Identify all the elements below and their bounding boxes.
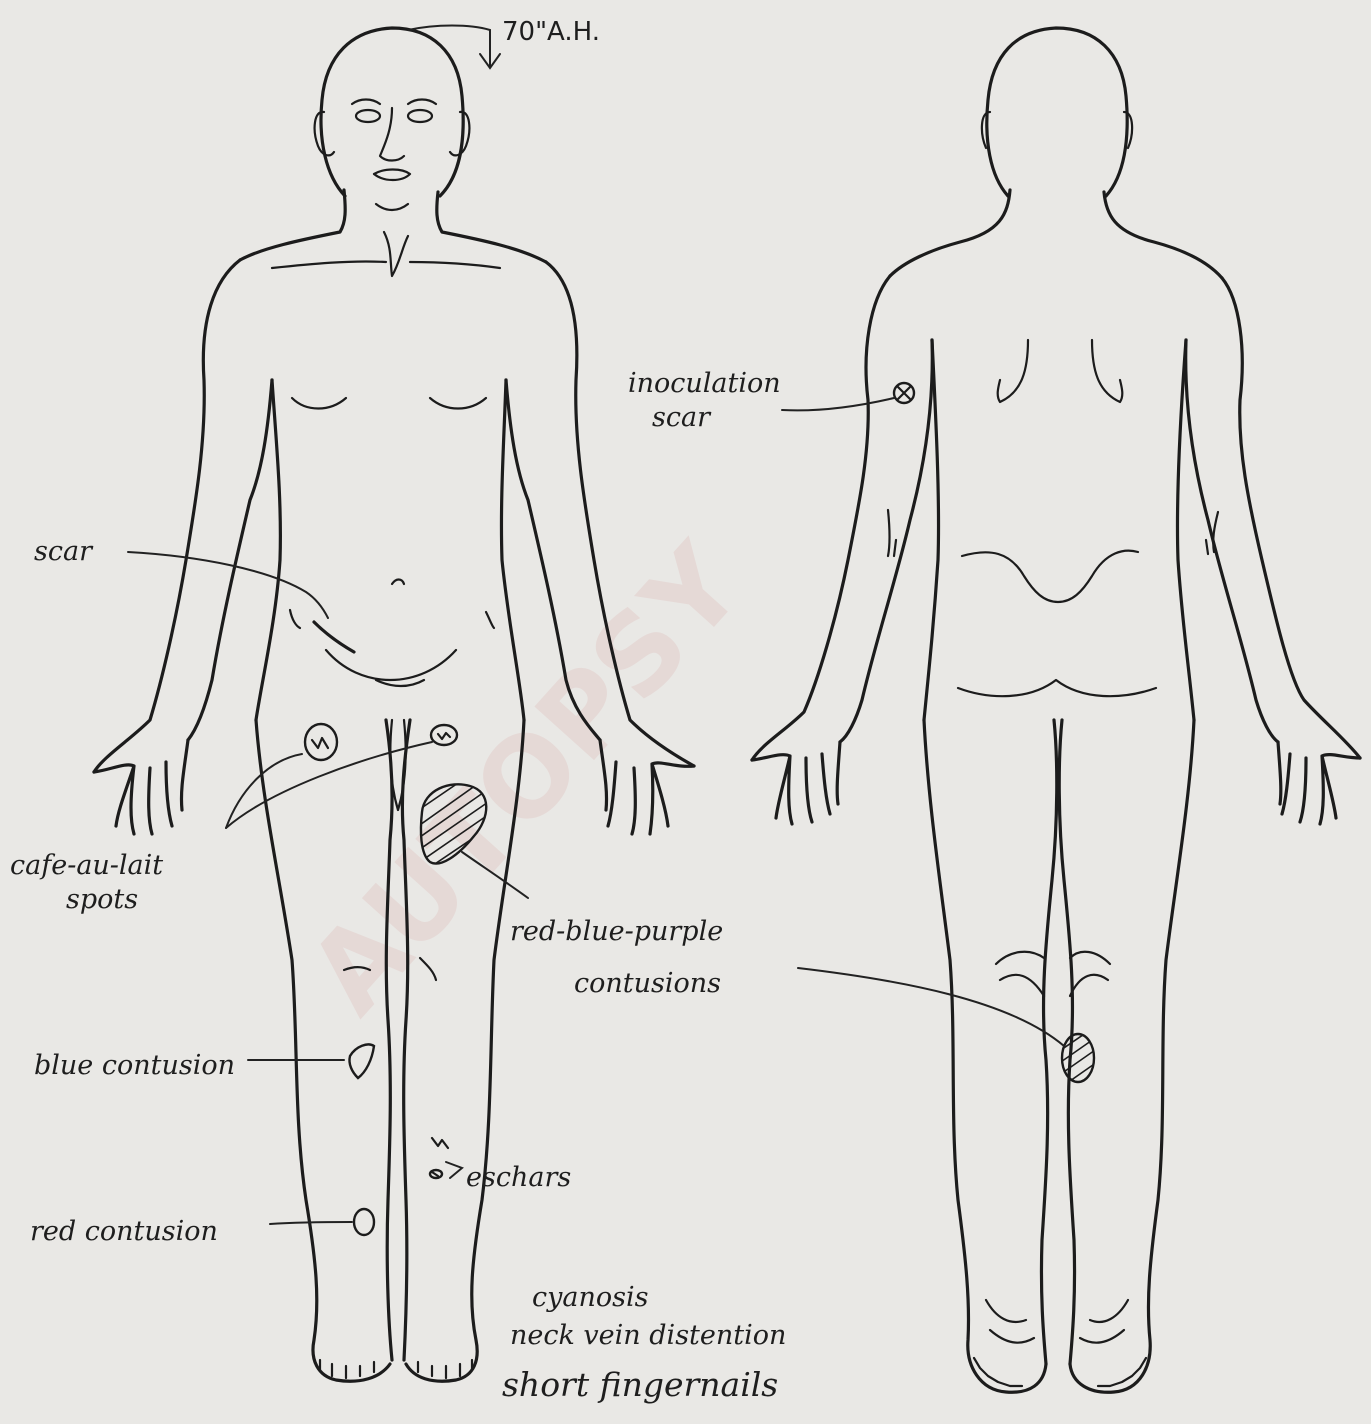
front-neck-left	[240, 190, 345, 260]
front-groin	[326, 650, 456, 680]
back-hand-right	[1278, 742, 1360, 824]
back-arm-left-outer	[752, 276, 890, 760]
front-navel	[392, 580, 404, 585]
back-elbow-left	[888, 510, 896, 556]
height-label: 70"A.H.	[502, 17, 600, 47]
back-scapula-left	[998, 340, 1028, 402]
back-buttocks	[958, 680, 1156, 696]
watermark: AUTOPSY	[284, 520, 768, 1037]
inoculation-scar-mark-icon	[782, 383, 914, 410]
front-pec-left	[292, 398, 346, 409]
front-throat	[384, 232, 408, 276]
back-arm-right-outer	[1222, 278, 1360, 758]
front-arm-left-outer	[94, 260, 240, 772]
front-torso-left	[256, 380, 280, 720]
cafe-label-line1: cafe-au-lait	[10, 850, 163, 881]
eschar-mark-icon	[430, 1138, 462, 1178]
front-leg-left-inner	[386, 720, 392, 1360]
front-iliac-right	[486, 612, 494, 628]
front-eye-right	[408, 110, 432, 122]
blue-contusion-mark-icon	[248, 1044, 374, 1078]
back-leg-left-inner	[1041, 720, 1056, 1364]
front-clavicle-right	[410, 262, 500, 268]
front-mouth	[374, 170, 410, 181]
front-toes-left	[320, 1360, 374, 1378]
contusion-hatched-back-icon	[798, 968, 1100, 1088]
back-knee-right	[1070, 952, 1110, 996]
back-knee-left	[996, 952, 1044, 996]
front-brow-left	[352, 100, 380, 105]
blue-contusion-label: blue contusion	[34, 1050, 235, 1081]
red-contusion-mark-icon	[270, 1209, 374, 1235]
front-eye-left	[356, 110, 380, 122]
back-head	[987, 28, 1127, 196]
contusions-label-line1: red-blue-purple	[510, 916, 723, 947]
note-cyanosis: cyanosis	[532, 1282, 648, 1313]
front-neck-right	[437, 192, 546, 262]
back-leg-left-outer	[924, 720, 1046, 1392]
back-arm-right-inner	[1186, 340, 1278, 742]
back-neck-right	[1104, 192, 1222, 278]
front-nose	[380, 108, 404, 161]
red-contusion-label: red contusion	[30, 1216, 218, 1247]
front-pubic	[376, 680, 424, 686]
back-scapula-right	[1092, 340, 1122, 402]
back-ankle-right	[1080, 1300, 1128, 1343]
front-chin	[376, 204, 408, 210]
svg-text:AUTOPSY: AUTOPSY	[284, 520, 768, 1037]
front-leg-left-outer	[256, 720, 390, 1381]
inoculation-label-line1: inoculation	[628, 368, 781, 399]
note-fingernails: short fingernails	[502, 1365, 778, 1404]
scar-mark-icon	[128, 552, 354, 652]
back-hand-left	[752, 742, 840, 824]
eschars-label: eschars	[466, 1162, 571, 1193]
back-leg-right-outer	[1070, 720, 1194, 1392]
contusions-label-line2: contusions	[574, 968, 721, 999]
back-neck-left	[890, 190, 1010, 276]
front-brow-right	[408, 100, 436, 105]
front-pec-right	[430, 398, 486, 409]
cafe-label-line2: spots	[66, 884, 138, 915]
front-clavicle-left	[272, 261, 386, 268]
note-neck-vein: neck vein distention	[510, 1320, 786, 1351]
inoculation-label-line2: scar	[652, 402, 712, 433]
scar-label: scar	[34, 536, 94, 567]
back-lumbar	[962, 551, 1138, 602]
back-ankle-left	[986, 1300, 1034, 1343]
front-iliac-left	[290, 610, 300, 628]
back-figure	[752, 28, 1360, 1392]
